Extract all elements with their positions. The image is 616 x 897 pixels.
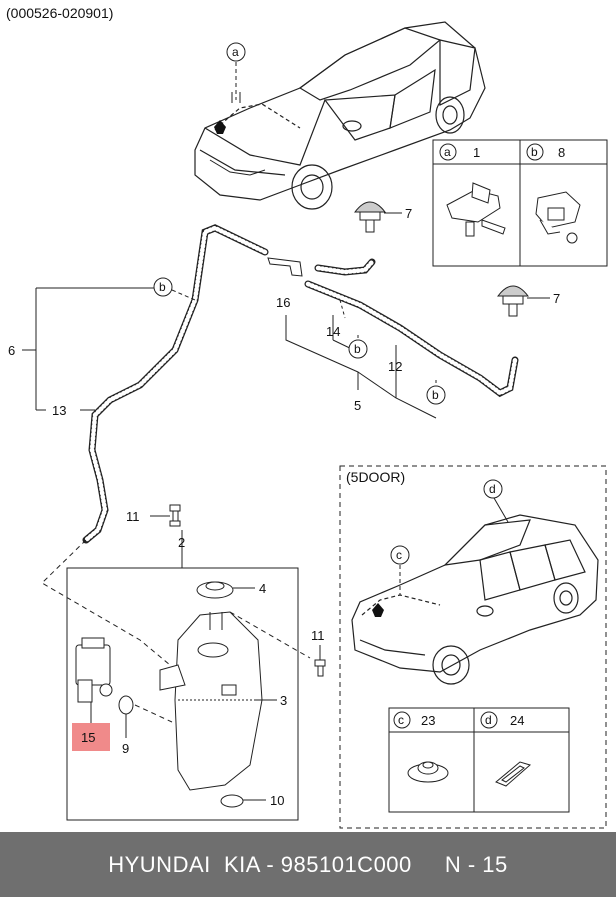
sedan-car-illustration (194, 21, 486, 210)
ref-b-box-label: b (531, 145, 538, 159)
ref-d-car-label: d (489, 482, 496, 496)
part-label-10: 10 (270, 793, 284, 808)
washer-hose-13 (82, 224, 269, 544)
part-label-11-top: 11 (126, 509, 140, 524)
ref-b1-label: b (159, 280, 166, 294)
ref-b2-marker (348, 339, 368, 359)
grommet-table: c 23 d 24 (388, 707, 570, 813)
grommet-10 (220, 794, 244, 808)
parts-diagram: (000526-020901) a a 1 b 8 (6, 5, 608, 829)
ref-a-box-label: a (444, 145, 451, 159)
ref-c-car-label: c (396, 548, 402, 562)
bolt-11-right (314, 659, 326, 677)
washer-reservoir-3 (159, 611, 263, 791)
part-label-6: 6 (8, 343, 15, 358)
ref-b2-label: b (354, 342, 361, 356)
part-label-11-right: 11 (311, 628, 325, 643)
clip-1-illustration (446, 182, 506, 237)
washer-hose-14 (314, 258, 376, 276)
ref-d-car-marker (483, 479, 503, 499)
part-label-24: 24 (510, 713, 524, 728)
ref-a-car-label: a (232, 45, 239, 59)
ref-c-car-marker (390, 545, 410, 565)
part-label-23: 23 (421, 713, 435, 728)
part-label-14: 14 (326, 324, 340, 339)
ref-c-box-label: c (398, 713, 404, 727)
leader-lines (22, 287, 437, 419)
ref-b3-marker (426, 385, 446, 405)
grommet-23-illustration (407, 761, 449, 783)
grommet-9 (118, 695, 134, 715)
part-label-3: 3 (280, 693, 287, 708)
part-label-2: 2 (178, 535, 185, 550)
washer-nozzle-on-hatchback (372, 603, 384, 617)
ref-b1-marker (153, 277, 173, 297)
clip-8-illustration (535, 191, 581, 244)
footer-bar: HYUNDAI KIA - 985101C000 N - 15 (0, 832, 616, 897)
catalog-code: (000526-020901) (6, 5, 113, 21)
inset-5door (339, 465, 607, 829)
part-label-7-upper: 7 (405, 206, 412, 221)
part-label-9: 9 (122, 741, 129, 756)
reservoir-cap-4 (196, 581, 234, 599)
part-label-1: 1 (473, 145, 480, 160)
part-label-4: 4 (259, 581, 266, 596)
part-label-16: 16 (276, 295, 290, 310)
part-label-7-lower: 7 (553, 291, 560, 306)
grommet-24-illustration (495, 761, 532, 787)
pump-15-highlight (72, 723, 110, 751)
footer-part-number: HYUNDAI KIA - 985101C000 N - 15 (108, 851, 508, 877)
part-label-5: 5 (354, 398, 361, 413)
part-label-15: 15 (81, 730, 95, 745)
part-label-13: 13 (52, 403, 66, 418)
ref-a-car-marker (226, 42, 246, 62)
bolt-11-top (169, 504, 181, 527)
inset-5door-label: (5DOOR) (346, 469, 405, 485)
part-label-12: 12 (388, 359, 402, 374)
washer-hose-12 (304, 280, 519, 398)
connector-16 (267, 257, 303, 277)
washer-pump-15 (75, 637, 113, 703)
ref-b3-label: b (432, 388, 439, 402)
clip-table: a 1 b 8 (432, 139, 608, 267)
washer-nozzle-7-upper (353, 201, 387, 233)
hatchback-car-illustration (351, 514, 599, 685)
washer-nozzle-7-lower (496, 285, 530, 317)
part-label-8: 8 (558, 145, 565, 160)
ref-d-box-label: d (485, 713, 492, 727)
washer-nozzle-on-car (214, 120, 226, 134)
